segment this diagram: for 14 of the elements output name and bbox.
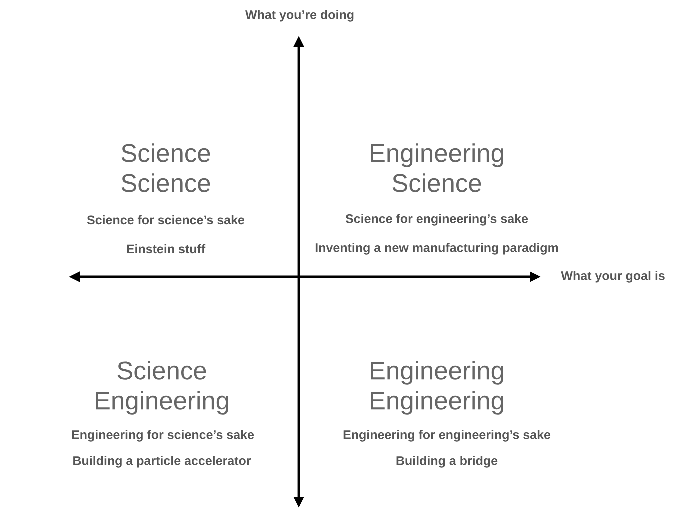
quadrant-text: Science for science’s sake [87,215,245,225]
quadrant-text: Einstein stuff [127,244,206,254]
quadrant-heading: Engineering Science [371,144,504,192]
quadrant-heading: Engineering Engineering [371,361,504,415]
quadrant-text: Engineering for science’s sake [72,430,254,442]
quadrant-text: Building a particle accelerator [74,456,252,468]
axis-label: What you’re doing [246,10,354,22]
axis-label: What your goal is [561,271,665,283]
quadrant-heading: Science Engineering [96,361,228,415]
quadrant-text: Engineering for engineering’s sake [344,430,551,442]
quadrant-text: Building a bridge [396,456,498,468]
quadrant-text: Science for engineering’s sake [346,214,528,226]
quadrant-text: Inventing a new manufacturing paradigm [316,243,558,255]
quadrant-heading: Science Science [122,144,210,192]
